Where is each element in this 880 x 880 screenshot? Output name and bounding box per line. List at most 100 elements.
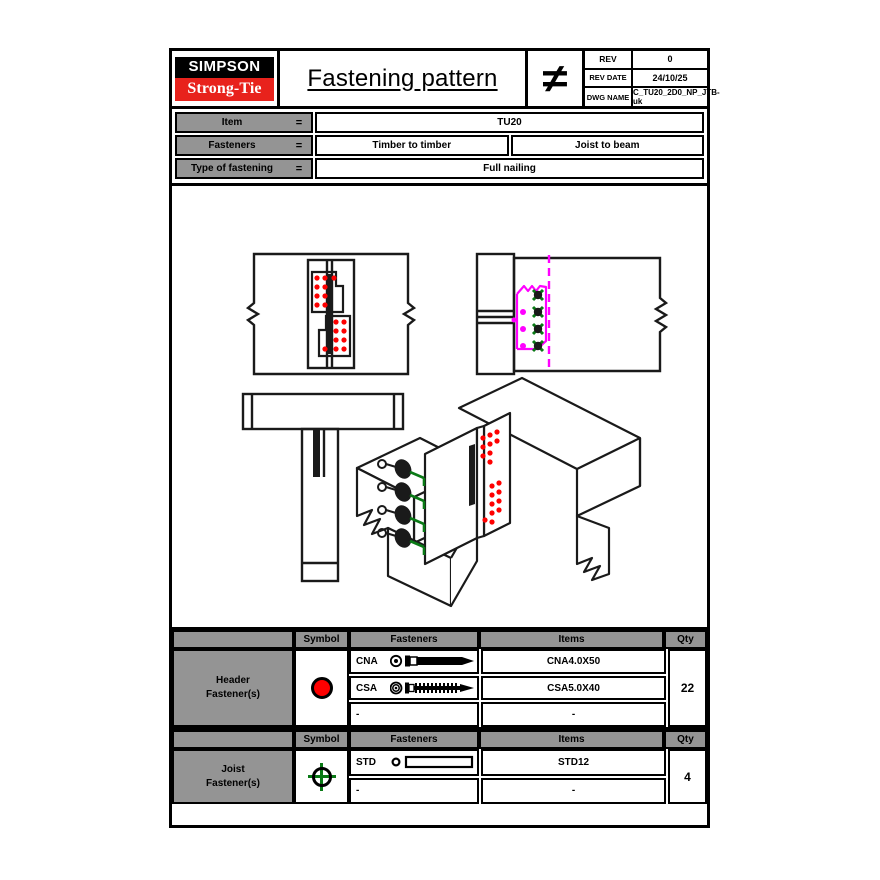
revision-meta-block: REV 0 REV DATE 24/10/25 DWG NAME C_TU20_… [585, 51, 720, 106]
fastener-row-cna: CNA [349, 649, 479, 674]
rev-date-value: 24/10/25 [652, 72, 688, 83]
rev-date-label: REV DATE [585, 69, 633, 86]
specification-rows: Item = TU20 Fasteners = Timber to timber… [172, 109, 707, 179]
logo-simpson-text: SIMPSON [175, 56, 274, 78]
spec-row-item: Item = TU20 [175, 112, 704, 133]
spec-label-fasteners-text: Fasteners [208, 140, 256, 151]
item-csa: CSA5.0X40 [481, 675, 666, 701]
simpson-strong-tie-logo: SIMPSON Strong-Tie [172, 51, 280, 106]
view-plan [241, 392, 405, 583]
spec-row-type-of-fastening: Type of fastening = Full nailing [175, 158, 704, 179]
dwg-name-row: DWG NAME C_TU20_2D0_NP_JTB-uk [585, 88, 720, 106]
nail-markers-front-upper [314, 275, 337, 308]
view-front-elevation [245, 252, 417, 376]
technical-drawings [241, 252, 669, 608]
sheet-title: Fastening pattern [280, 51, 528, 106]
header-group-line2: Fastener(s) [206, 689, 260, 700]
dwg-name-value: C_TU20_2D0_NP_JTB-uk [633, 88, 720, 106]
joist-fasteners-corner [172, 730, 294, 749]
spec-label-item-text: Item [221, 117, 243, 128]
joist-col-items: Items [479, 730, 664, 749]
fastener-row-csa: CSA [349, 675, 479, 701]
spec-values-item: TU20 [315, 112, 704, 133]
dowel-icon [391, 756, 474, 769]
spec-value-item: TU20 [315, 112, 704, 133]
joist-fastener-symbol-cell [294, 749, 349, 804]
spec-label-item: Item = [175, 112, 313, 133]
header-fasteners-table-body: Header Fastener(s) CNA [172, 649, 707, 728]
fastener-row-joist-empty: - [349, 777, 479, 804]
joist-group-line1: Joist [221, 763, 245, 775]
item-joist-empty: - [481, 777, 666, 804]
header-fasteners-table-head: Symbol Fasteners Items Qty [172, 630, 707, 649]
spec-values-fasteners: Timber to timber Joist to beam [315, 135, 704, 156]
rev-value: 0 [667, 54, 673, 65]
view-side-elevation [475, 252, 669, 376]
spec-value-timber-to-timber: Timber to timber [315, 135, 509, 156]
green-crosshair-circle-icon [307, 762, 336, 791]
fastener-tag-joist-empty: - [356, 785, 360, 797]
header-fastener-qty: 22 [668, 649, 707, 727]
spec-label-fasteners: Fasteners = [175, 135, 313, 156]
iso-hanger-slot [469, 444, 475, 506]
title-block: SIMPSON Strong-Tie Fastening pattern ≠ R… [172, 51, 720, 109]
joist-fastener-markers-side [531, 288, 545, 353]
fastener-tag-std: STD [356, 756, 376, 768]
header-group-line1: Header [216, 675, 250, 686]
joist-col-symbol: Symbol [294, 730, 349, 749]
fastener-tag-empty: - [356, 709, 360, 721]
joist-fasteners-table-body: Joist Fastener(s) STD - [172, 749, 707, 804]
joist-fasteners-table-head: Symbol Fasteners Items Qty [172, 730, 707, 749]
joist-fastener-list: STD - [349, 749, 479, 804]
header-fastener-list: CNA CSA [349, 649, 479, 728]
fastener-row-empty: - [349, 702, 479, 728]
joist-items-list: STD12 - [481, 749, 666, 804]
not-equal-icon: ≠ [542, 56, 568, 101]
header-fasteners-corner [172, 630, 294, 649]
header-fastener-symbol-cell [294, 649, 349, 727]
header-col-qty: Qty [664, 630, 707, 649]
item-cna: CNA4.0X50 [481, 649, 666, 674]
joist-group-line2: Fastener(s) [206, 777, 260, 789]
header-col-items: Items [479, 630, 664, 649]
screw-icon [390, 681, 474, 695]
header-fastener-group-label: Header Fastener(s) [172, 649, 294, 727]
spec-row-fasteners: Fasteners = Timber to timber Joist to be… [175, 135, 704, 156]
header-col-fasteners: Fasteners [349, 630, 479, 649]
header-col-symbol: Symbol [294, 630, 349, 649]
rev-row: REV 0 [585, 51, 707, 70]
spec-equals-sign: = [295, 116, 303, 129]
dwg-name-label: DWG NAME [585, 88, 633, 106]
fastener-tag-cna: CNA [356, 655, 378, 667]
red-filled-circle-icon [310, 677, 333, 699]
rev-label: REV [585, 51, 633, 68]
iso-joist-fasteners [377, 459, 426, 555]
drawing-sheet: SIMPSON Strong-Tie Fastening pattern ≠ R… [169, 48, 720, 828]
joist-fasteners-table: Symbol Fasteners Items Qty Joist Fastene… [172, 727, 707, 804]
nail-markers-front-lower [322, 319, 347, 352]
spec-values-type: Full nailing [315, 158, 704, 179]
projection-symbol-cell: ≠ [528, 51, 585, 106]
fastener-row-std: STD [349, 749, 479, 776]
drawing-canvas [172, 183, 707, 627]
joist-col-fasteners: Fasteners [349, 730, 479, 749]
hidden-fastener-bosses [511, 309, 526, 349]
iso-nail-markers [480, 429, 502, 525]
spec-value-joist-to-beam: Joist to beam [510, 135, 704, 156]
spec-equals-sign: = [295, 139, 303, 152]
header-items-list: CNA4.0X50 CSA5.0X40 - [481, 649, 666, 728]
joist-col-qty: Qty [664, 730, 707, 749]
logo-strongtie-text: Strong-Tie [175, 77, 274, 101]
spec-label-type-text: Type of fastening [190, 163, 274, 174]
nail-icon [390, 655, 474, 668]
fastener-tag-csa: CSA [356, 682, 378, 694]
header-fasteners-table: Symbol Fasteners Items Qty Header Fasten… [172, 627, 707, 728]
item-std: STD12 [481, 749, 666, 776]
spec-value-full-nailing: Full nailing [315, 158, 704, 179]
spec-label-type-of-fastening: Type of fastening = [175, 158, 313, 179]
sheet-title-text: Fastening pattern [307, 64, 498, 92]
spec-equals-sign: = [295, 162, 303, 175]
joist-fastener-qty: 4 [668, 749, 707, 804]
item-empty: - [481, 702, 666, 728]
rev-date-row: REV DATE 24/10/25 [585, 69, 707, 88]
